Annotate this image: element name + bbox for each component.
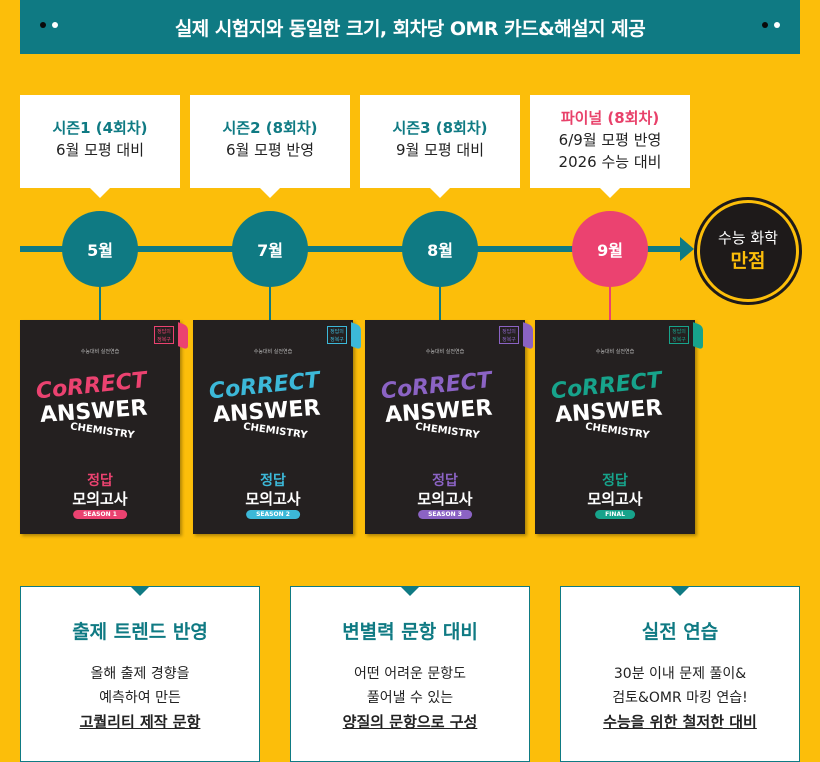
feature-title: 출제 트렌드 반영 xyxy=(72,621,208,643)
month-circle-final: 9월 xyxy=(572,211,648,287)
logo-line-3: CHEMISTRY xyxy=(584,421,650,441)
book-title-1: 정답 xyxy=(602,473,628,489)
book-tab xyxy=(693,322,703,350)
feature-line: 어떤 어려운 문항도 xyxy=(354,666,466,682)
book-logo: CoRRECT ANSWER CHEMISTRY xyxy=(380,368,495,441)
book-season-badge: SEASON 1 xyxy=(73,510,127,519)
goal-highlight: 만점 xyxy=(730,250,766,272)
season-title: 파이널 (8회차) xyxy=(560,109,660,127)
feature-line: 풀어낼 수 있는 xyxy=(366,690,454,706)
book-subtitle: 수능대비 실전연습 xyxy=(253,349,293,355)
season-title: 시즌1 (4회차) xyxy=(52,119,148,137)
feature-card-3: 실전 연습 30분 이내 문제 풀이& 검토&OMR 마킹 연습! 수능을 위한… xyxy=(560,586,800,762)
book-title-2: 모의고사 xyxy=(587,490,643,508)
book-subtitle: 수능대비 실전연습 xyxy=(595,349,635,355)
book-logo: CoRRECT ANSWER CHEMISTRY xyxy=(35,368,150,441)
book-title-1: 정답 xyxy=(87,473,113,489)
book-cover-4: 정답의 정복구 수능대비 실전연습 CoRRECT ANSWER CHEMIST… xyxy=(535,320,703,534)
book-tab xyxy=(351,322,361,350)
book-title-1: 정답 xyxy=(260,473,286,489)
goal-circle: 수능 화학 만점 xyxy=(697,200,799,302)
book-logo: CoRRECT ANSWER CHEMISTRY xyxy=(550,368,665,441)
month-circle-2: 7월 xyxy=(232,211,308,287)
logo-line-3: CHEMISTRY xyxy=(69,421,135,441)
book-cover-2: 정답의 정복구 수능대비 실전연습 CoRRECT ANSWER CHEMIST… xyxy=(193,320,361,534)
book-stamp: 정답의 정복구 xyxy=(327,326,347,344)
book-tab xyxy=(523,322,533,350)
connector-line xyxy=(439,287,441,320)
feature-line: 예측하여 만든 xyxy=(99,690,181,706)
book-stamp: 정답의 정복구 xyxy=(154,326,174,344)
feature-line: 검토&OMR 마킹 연습! xyxy=(612,690,748,706)
season-desc: 6/9월 모평 반영 xyxy=(558,131,662,149)
season-desc: 6월 모평 반영 xyxy=(225,141,315,159)
book-season-badge: FINAL xyxy=(595,510,635,519)
month-circle-3: 8월 xyxy=(402,211,478,287)
season-box-3: 시즌3 (8회차) 9월 모평 대비 xyxy=(360,95,520,198)
feature-highlight: 수능을 위한 철저한 대비 xyxy=(603,713,757,731)
book-tab xyxy=(178,322,188,350)
feature-line: 30분 이내 문제 풀이& xyxy=(613,666,747,682)
feature-highlight: 고퀄리티 제작 문항 xyxy=(79,713,201,731)
book-logo: CoRRECT ANSWER CHEMISTRY xyxy=(208,368,323,441)
decorative-dots-right xyxy=(762,22,780,28)
logo-line-3: CHEMISTRY xyxy=(242,421,308,441)
season-desc: 9월 모평 대비 xyxy=(395,141,485,159)
book-cover-1: 정답의 정복구 수능대비 실전연습 CoRRECT ANSWER CHEMIST… xyxy=(20,320,188,534)
connector-line xyxy=(269,287,271,320)
goal-label: 수능 화학 xyxy=(718,229,778,247)
logo-line-3: CHEMISTRY xyxy=(414,421,480,441)
banner-text: 실제 시험지와 동일한 크기, 회차당 OMR 카드&해설지 제공 xyxy=(174,17,646,40)
book-title-2: 모의고사 xyxy=(417,490,473,508)
book-cover-3: 정답의 정복구 수능대비 실전연습 CoRRECT ANSWER CHEMIST… xyxy=(365,320,533,534)
decorative-dots-left xyxy=(40,22,58,28)
book-title-1: 정답 xyxy=(432,473,458,489)
book-subtitle: 수능대비 실전연습 xyxy=(425,349,465,355)
timeline-arrow-icon xyxy=(680,237,694,261)
feature-line: 올해 출제 경향을 xyxy=(90,666,190,682)
season-title: 시즌2 (8회차) xyxy=(222,119,318,137)
book-subtitle: 수능대비 실전연습 xyxy=(80,349,120,355)
feature-highlight: 양질의 문항으로 구성 xyxy=(342,713,478,731)
top-banner: 실제 시험지와 동일한 크기, 회차당 OMR 카드&해설지 제공 xyxy=(20,0,800,54)
book-season-badge: SEASON 3 xyxy=(418,510,472,519)
feature-card-1: 출제 트렌드 반영 올해 출제 경향을 예측하여 만든 고퀄리티 제작 문항 xyxy=(20,586,260,762)
feature-title: 실전 연습 xyxy=(641,621,719,643)
connector-line xyxy=(99,287,101,320)
book-stamp: 정답의 정복구 xyxy=(669,326,689,344)
season-desc-2: 2026 수능 대비 xyxy=(558,153,662,171)
season-box-final: 파이널 (8회차) 6/9월 모평 반영 2026 수능 대비 xyxy=(530,95,690,198)
month-circle-1: 5월 xyxy=(62,211,138,287)
book-stamp: 정답의 정복구 xyxy=(499,326,519,344)
book-title-2: 모의고사 xyxy=(245,490,301,508)
book-title-2: 모의고사 xyxy=(72,490,128,508)
season-title: 시즌3 (8회차) xyxy=(392,119,488,137)
feature-card-2: 변별력 문항 대비 어떤 어려운 문항도 풀어낼 수 있는 양질의 문항으로 구… xyxy=(290,586,530,762)
season-box-1: 시즌1 (4회차) 6월 모평 대비 xyxy=(20,95,180,198)
feature-title: 변별력 문항 대비 xyxy=(342,621,478,643)
season-desc: 6월 모평 대비 xyxy=(55,141,145,159)
timeline-line xyxy=(20,246,685,252)
season-box-2: 시즌2 (8회차) 6월 모평 반영 xyxy=(190,95,350,198)
book-season-badge: SEASON 2 xyxy=(246,510,300,519)
connector-line xyxy=(609,287,611,320)
